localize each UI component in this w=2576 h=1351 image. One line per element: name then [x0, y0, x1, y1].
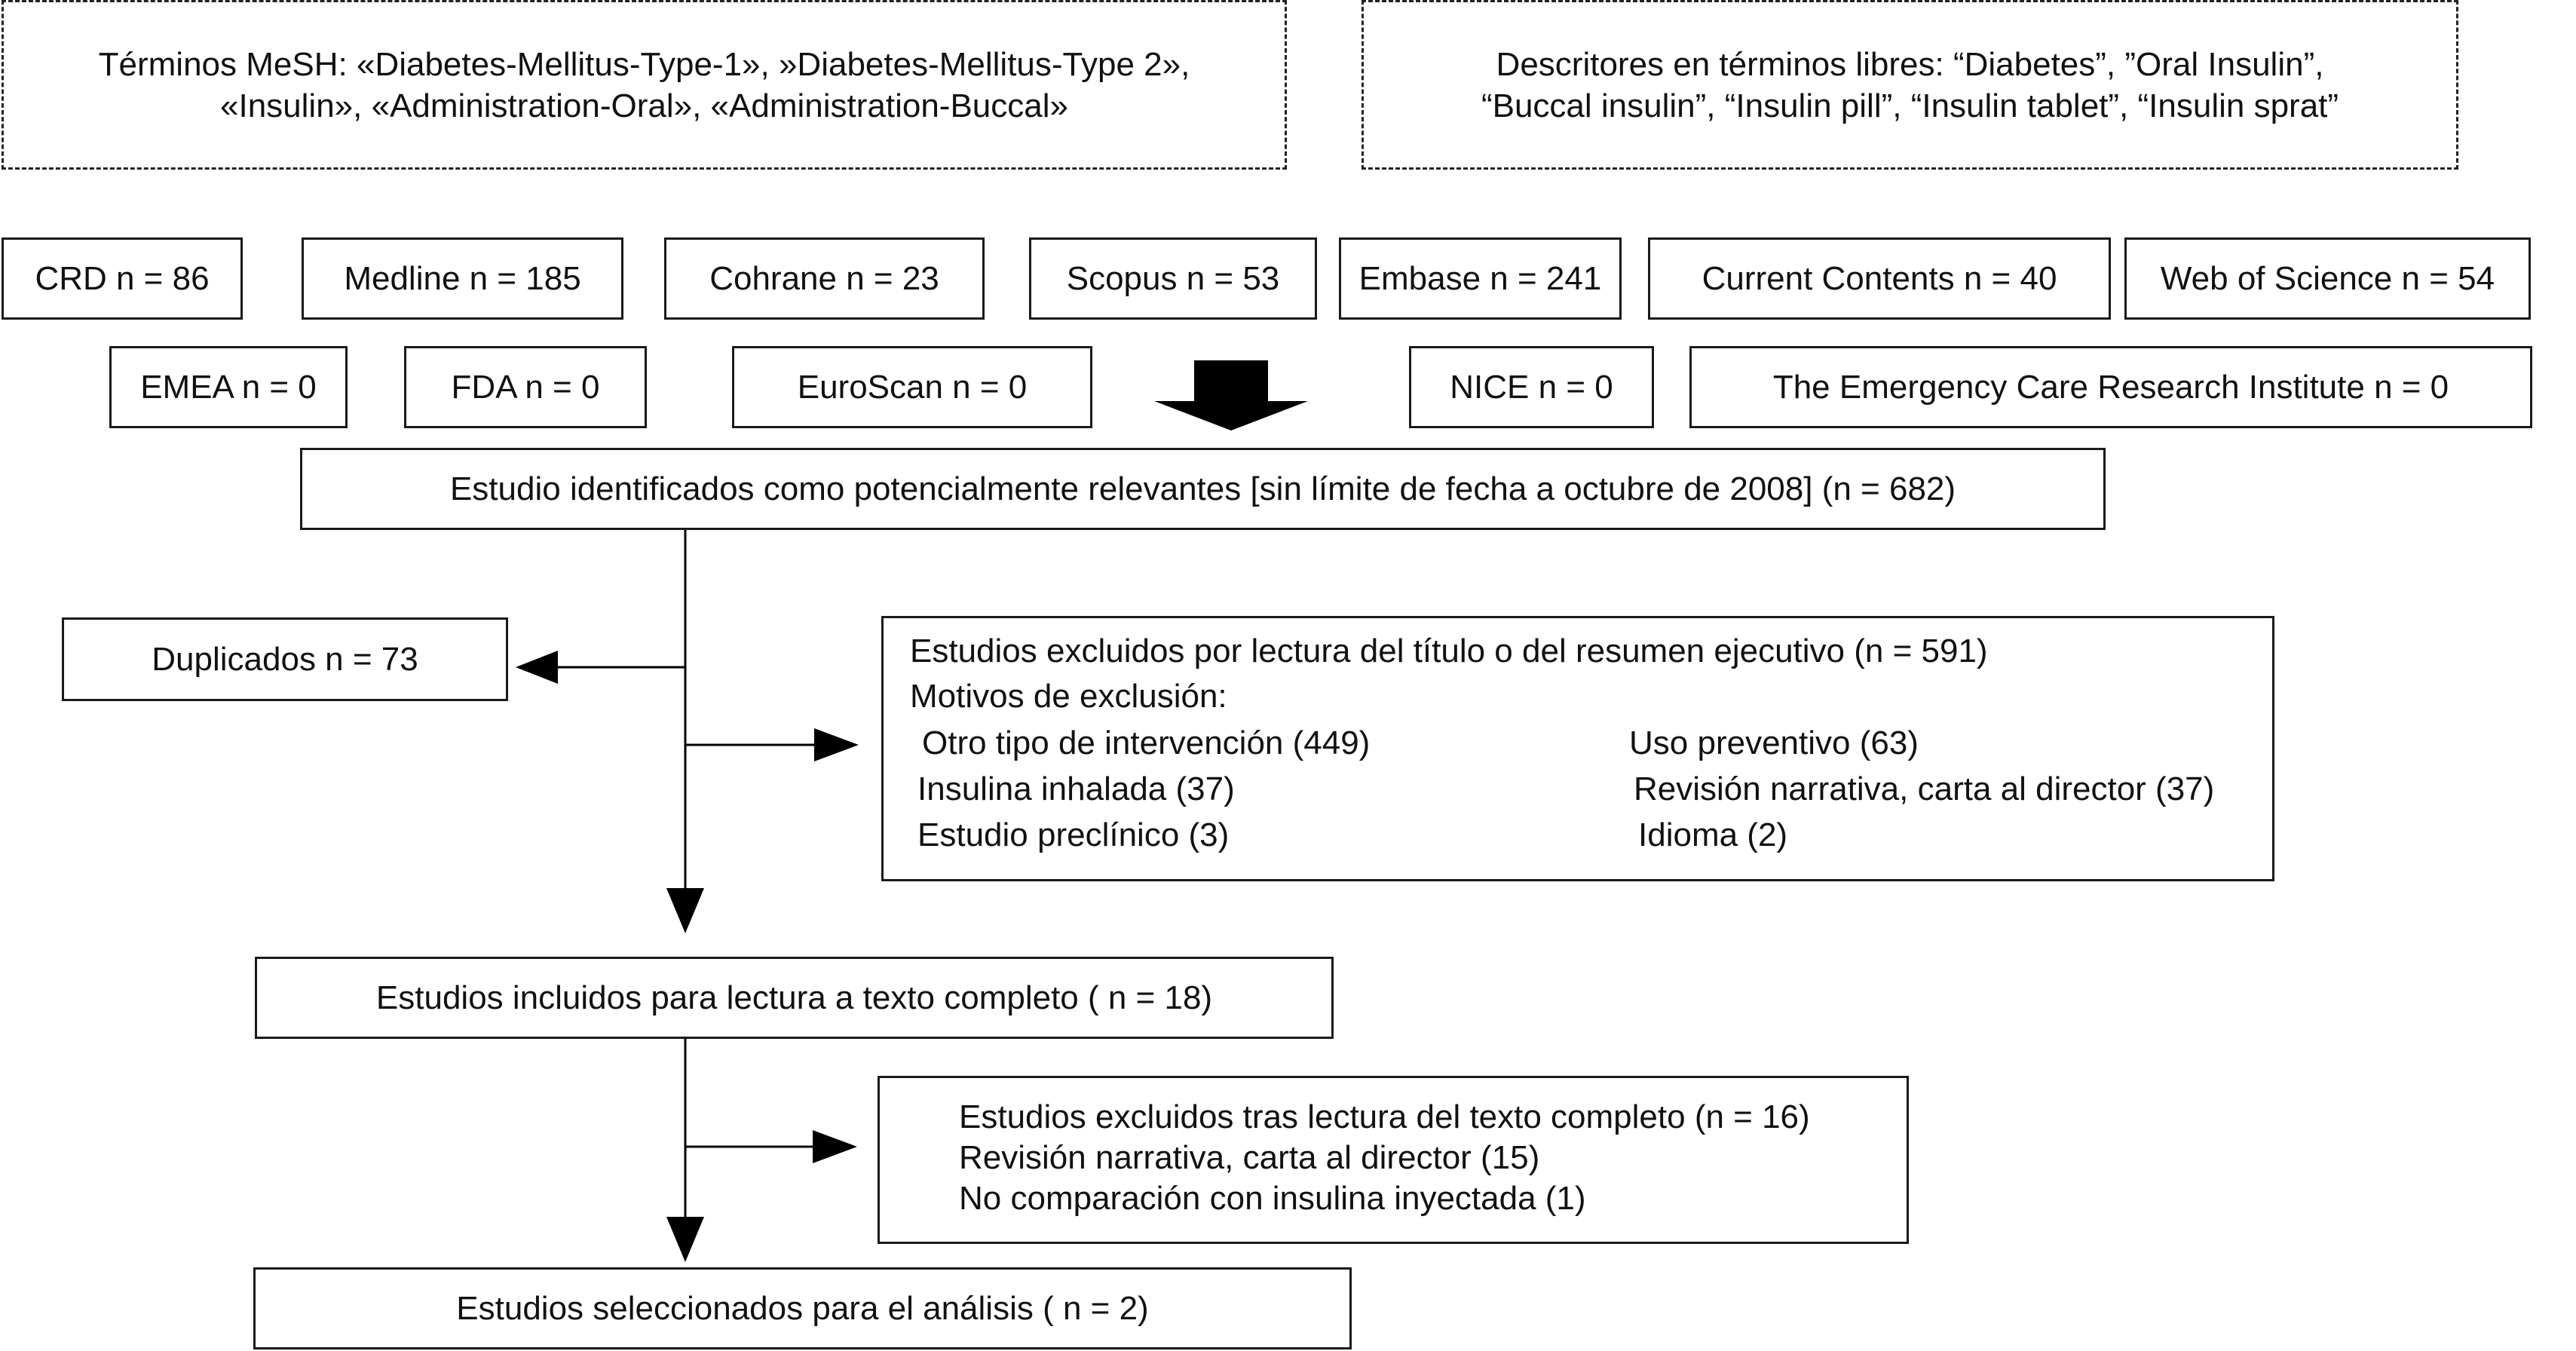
excluded-fulltext-item: Revisión narrativa, carta al director (1… [959, 1139, 1540, 1176]
duplicates-box: Duplicados n = 73 [62, 617, 508, 701]
database-label: Cohrane n = 23 [709, 260, 939, 297]
database-label: EMEA n = 0 [140, 369, 317, 406]
selected-label: Estudios seleccionados para el análisis … [456, 1290, 1149, 1327]
database-label: Medline n = 185 [344, 260, 581, 297]
free-terms-line: Descritores en términos libres: “Diabete… [1496, 45, 2324, 83]
free-terms-line: “Buccal insulin”, “Insulin pill”, “Insul… [1481, 87, 2339, 124]
excluded-fulltext-heading: Estudios excluidos tras lectura del text… [959, 1098, 1810, 1135]
big-down-arrow [1154, 360, 1308, 430]
exclusion-reason: Insulina inhalada (37) [917, 770, 1235, 807]
database-box-fda: FDA n = 0 [404, 346, 647, 428]
database-box-emea: EMEA n = 0 [109, 346, 348, 428]
exclusion-reason: Revisión narrativa, carta al director (3… [1634, 770, 2215, 807]
excluded-fulltext-item: No comparación con insulina inyectada (1… [959, 1180, 1586, 1217]
selected-box: Estudios seleccionados para el análisis … [253, 1267, 1352, 1349]
database-label: Scopus n = 53 [1066, 260, 1280, 297]
arrowhead-right [813, 1130, 857, 1163]
exclusion-reason: Idioma (2) [1638, 816, 1788, 853]
database-label: CRD n = 86 [35, 260, 210, 297]
duplicates-label: Duplicados n = 73 [152, 641, 418, 678]
arrowhead-left [516, 651, 558, 684]
arrowhead-down [666, 888, 704, 933]
database-box-cohrane: Cohrane n = 23 [664, 237, 985, 320]
identified-label: Estudio identificados como potencialment… [449, 470, 1956, 507]
database-label: EuroScan n = 0 [797, 369, 1028, 406]
database-box-medline: Medline n = 185 [302, 237, 623, 320]
database-label: NICE n = 0 [1450, 369, 1613, 406]
arrowhead-down [666, 1217, 704, 1262]
database-label: FDA n = 0 [451, 369, 600, 406]
mesh-terms-line: Términos MeSH: «Diabetes-Mellitus-Type-1… [98, 45, 1190, 83]
database-box-scopus: Scopus n = 53 [1029, 237, 1317, 320]
database-box-ecri: The Emergency Care Research Institute n … [1689, 346, 2532, 428]
database-box-web-of-science: Web of Science n = 54 [2124, 237, 2531, 320]
arrowhead-right [814, 728, 859, 761]
exclusion-reasons-label: Motivos de exclusión: [910, 678, 1227, 715]
mesh-terms-box: Términos MeSH: «Diabetes-Mellitus-Type-1… [2, 0, 1287, 170]
database-box-current-contents: Current Contents n = 40 [1648, 237, 2111, 320]
free-terms-box: Descritores en términos libres: “Diabete… [1362, 0, 2458, 170]
database-label: Embase n = 241 [1358, 260, 1602, 297]
database-box-crd: CRD n = 86 [2, 237, 243, 320]
exclusion-reason: Uso preventivo (63) [1629, 725, 1919, 761]
database-label: Current Contents n = 40 [1702, 260, 2057, 297]
database-box-nice: NICE n = 0 [1409, 346, 1654, 428]
mesh-terms-line: «Insulin», «Administration-Oral», «Admin… [220, 87, 1068, 124]
exclusion-reason: Otro tipo de intervención (449) [922, 725, 1371, 761]
included-fulltext-label: Estudios incluidos para lectura a texto … [375, 979, 1213, 1016]
excluded-title-box: Estudios excluidos por lectura del títul… [881, 616, 2274, 881]
database-box-euroscan: EuroScan n = 0 [732, 346, 1092, 428]
database-label: Web of Science n = 54 [2160, 260, 2495, 297]
excluded-title-heading: Estudios excluidos por lectura del títul… [910, 633, 1988, 669]
exclusion-reason: Estudio preclínico (3) [917, 816, 1230, 853]
identified-box: Estudio identificados como potencialment… [300, 448, 2106, 530]
database-box-embase: Embase n = 241 [1339, 237, 1622, 320]
included-fulltext-box: Estudios incluidos para lectura a texto … [255, 957, 1334, 1039]
database-label: The Emergency Care Research Institute n … [1772, 369, 2449, 406]
excluded-fulltext-box: Estudios excluidos tras lectura del text… [878, 1076, 1909, 1244]
